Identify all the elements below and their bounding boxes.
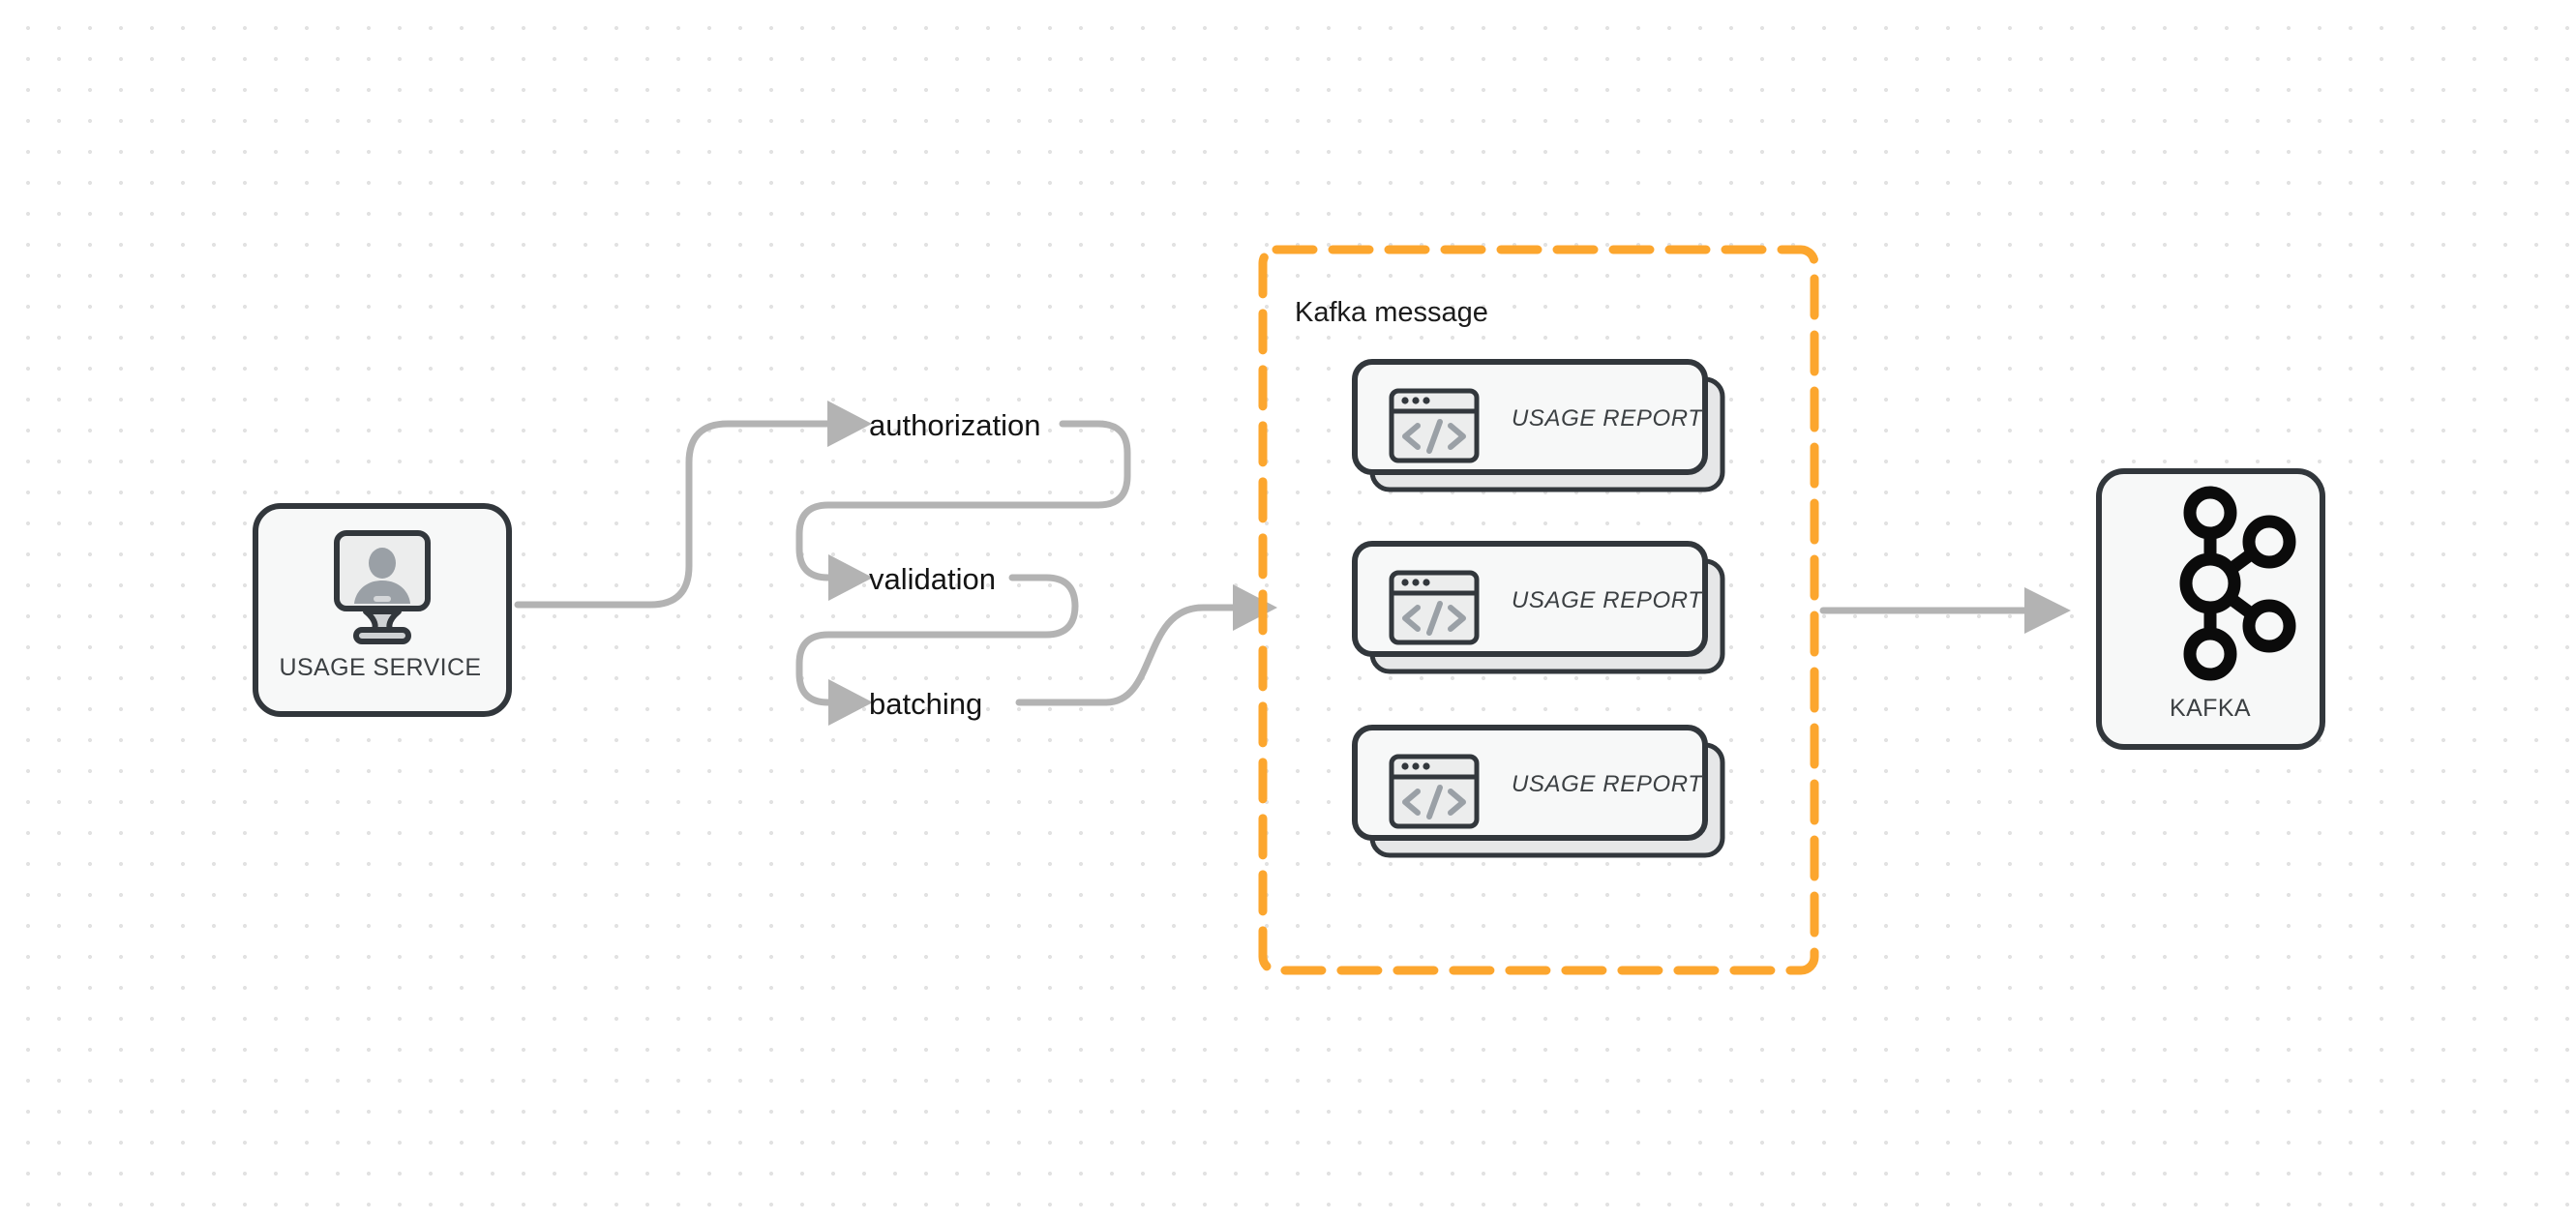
usage-report-card-label: USAGE REPORT xyxy=(1512,771,1704,797)
usage-report-card-label: USAGE REPORT xyxy=(1512,587,1704,613)
code-window-icon xyxy=(1389,388,1480,463)
kafka-message-group[interactable]: Kafka message USAGE REPORT xyxy=(1258,245,1819,975)
edge-kafka-message-to-kafka xyxy=(1819,587,2071,634)
node-kafka[interactable]: KAFKA xyxy=(2096,468,2325,750)
step-label-batching: batching xyxy=(869,687,982,721)
edge-validation-to-batching xyxy=(795,574,1079,726)
usage-service-label: USAGE SERVICE xyxy=(280,654,482,681)
kafka-message-title: Kafka message xyxy=(1295,297,1488,328)
kafka-label: KAFKA xyxy=(2170,695,2251,722)
arrow-head-authorization xyxy=(827,401,872,447)
usage-report-card-3[interactable]: USAGE REPORT xyxy=(1352,725,1725,858)
arrow-head-validation xyxy=(828,554,873,601)
edge-authorization-to-validation xyxy=(795,420,1131,601)
arrow-head-kafka-message xyxy=(1233,584,1277,631)
usage-report-card-2[interactable]: USAGE REPORT xyxy=(1352,541,1725,674)
edge-batching-to-kafka-message xyxy=(1015,584,1277,706)
step-label-authorization: authorization xyxy=(869,408,1041,442)
arrow-head-kafka xyxy=(2024,587,2071,634)
code-window-icon xyxy=(1389,570,1480,645)
usage-report-card-1[interactable]: USAGE REPORT xyxy=(1352,359,1725,492)
usage-report-card-label: USAGE REPORT xyxy=(1512,405,1704,432)
edge-service-to-authorization xyxy=(514,401,872,609)
step-label-validation: validation xyxy=(869,562,996,596)
arrow-head-batching xyxy=(828,679,873,726)
node-usage-service[interactable]: USAGE SERVICE xyxy=(253,503,512,717)
monitor-user-icon xyxy=(334,530,431,644)
kafka-message-dashed-border xyxy=(1258,245,1819,975)
kafka-logo-icon xyxy=(2179,486,2296,681)
code-window-icon xyxy=(1389,754,1480,829)
